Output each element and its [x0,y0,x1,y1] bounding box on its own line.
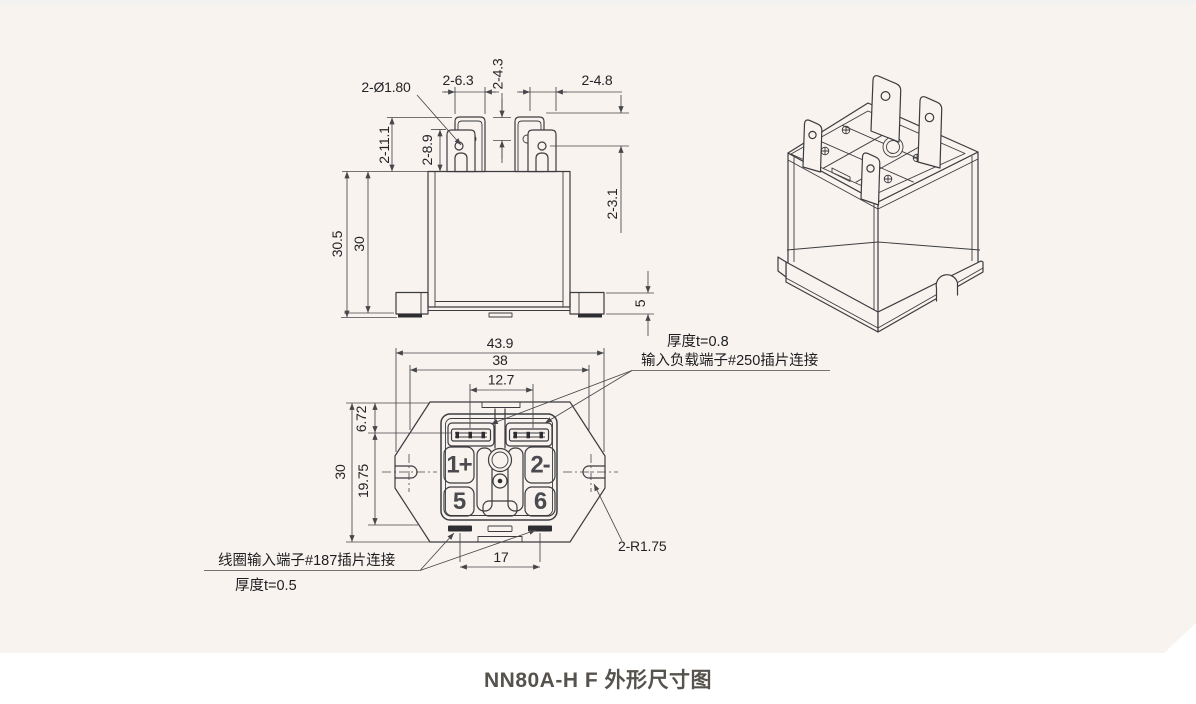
coil-slot-center [487,525,513,532]
page-top-strip [0,0,1196,5]
iso-base-flange [777,241,984,333]
dim-blade-width-left: 2-6.3 [443,72,474,88]
dim-blade-hole: 2-Ø1.80 [361,79,411,95]
coil-slot-left [448,525,472,532]
terminal-label-2: 2- [530,452,550,479]
label-coil-terminal: 线圈输入端子#187插片连接 [218,552,395,569]
label-load-terminal: 输入负载端子#250插片连接 [641,352,818,369]
relay-case-outline [427,170,571,308]
dim-flange-height: 5 [632,299,648,307]
isometric-view-drawing [777,75,984,333]
dim-load-pitch: 12.7 [488,372,515,388]
blade-pair-left [446,116,486,173]
dim-height-body: 30 [351,236,367,252]
dim-load-offset: 6.72 [353,405,369,432]
dim-width-mount: 38 [492,352,508,368]
terminal-label-6: 6 [534,488,547,515]
dim-height-total: 30.5 [329,230,345,257]
callout-labels: 厚度t=0.8 输入负载端子#250插片连接 线圈输入端子#187插片连接 厚度… [204,333,830,594]
front-view-dimensions: 2-Ø1.80 2-6.3 2-4.3 2-4.8 [329,58,654,336]
foot-left [398,314,422,318]
front-view-drawing: 2-Ø1.80 2-6.3 2-4.3 2-4.8 [329,58,654,336]
dim-mount-radius: 2-R1.75 [618,538,667,554]
load-terminal-pads [447,422,553,447]
mount-flange-right [569,291,605,315]
terminal-block-outline [440,413,558,521]
bottom-view-drawing: 1+ 2- 5 6 43.9 38 12.7 [332,335,667,570]
dim-blade-gap: 2-4.3 [490,58,506,89]
dimension-drawing: 2-Ø1.80 2-6.3 2-4.3 2-4.8 [204,58,984,594]
drawing-caption: NN80A-H F 外形尺寸图 [483,669,712,692]
dim-coil-offset: 19.75 [355,464,371,498]
coil-slot-right [528,525,552,532]
label-coil-thickness: 厚度t=0.5 [235,577,297,594]
iso-blades [802,75,943,206]
label-load-thickness: 厚度t=0.8 [667,333,729,350]
terminal-cells [443,446,556,517]
dim-blade-height-outer: 2-11.1 [376,126,392,164]
blade-pair-right [514,116,557,173]
bottom-view-dimensions: 43.9 38 12.7 6.72 19.75 3 [332,335,667,570]
dim-width-total: 43.9 [487,335,514,351]
dim-hole-offset: 2-3.1 [604,188,620,219]
dim-blade-height-inner: 2-8.9 [419,134,435,165]
foot-center [488,312,513,318]
dim-blade-width-right: 2-4.8 [582,72,613,88]
terminal-label-1: 1+ [446,452,472,479]
blade-hole-right [537,141,547,151]
mount-flange-left [395,291,429,315]
terminal-label-5: 5 [453,488,466,515]
foot-right [578,314,602,318]
keyhole-slot [494,408,506,449]
dim-depth: 30 [332,464,348,480]
dim-coil-pitch: 17 [493,549,509,565]
